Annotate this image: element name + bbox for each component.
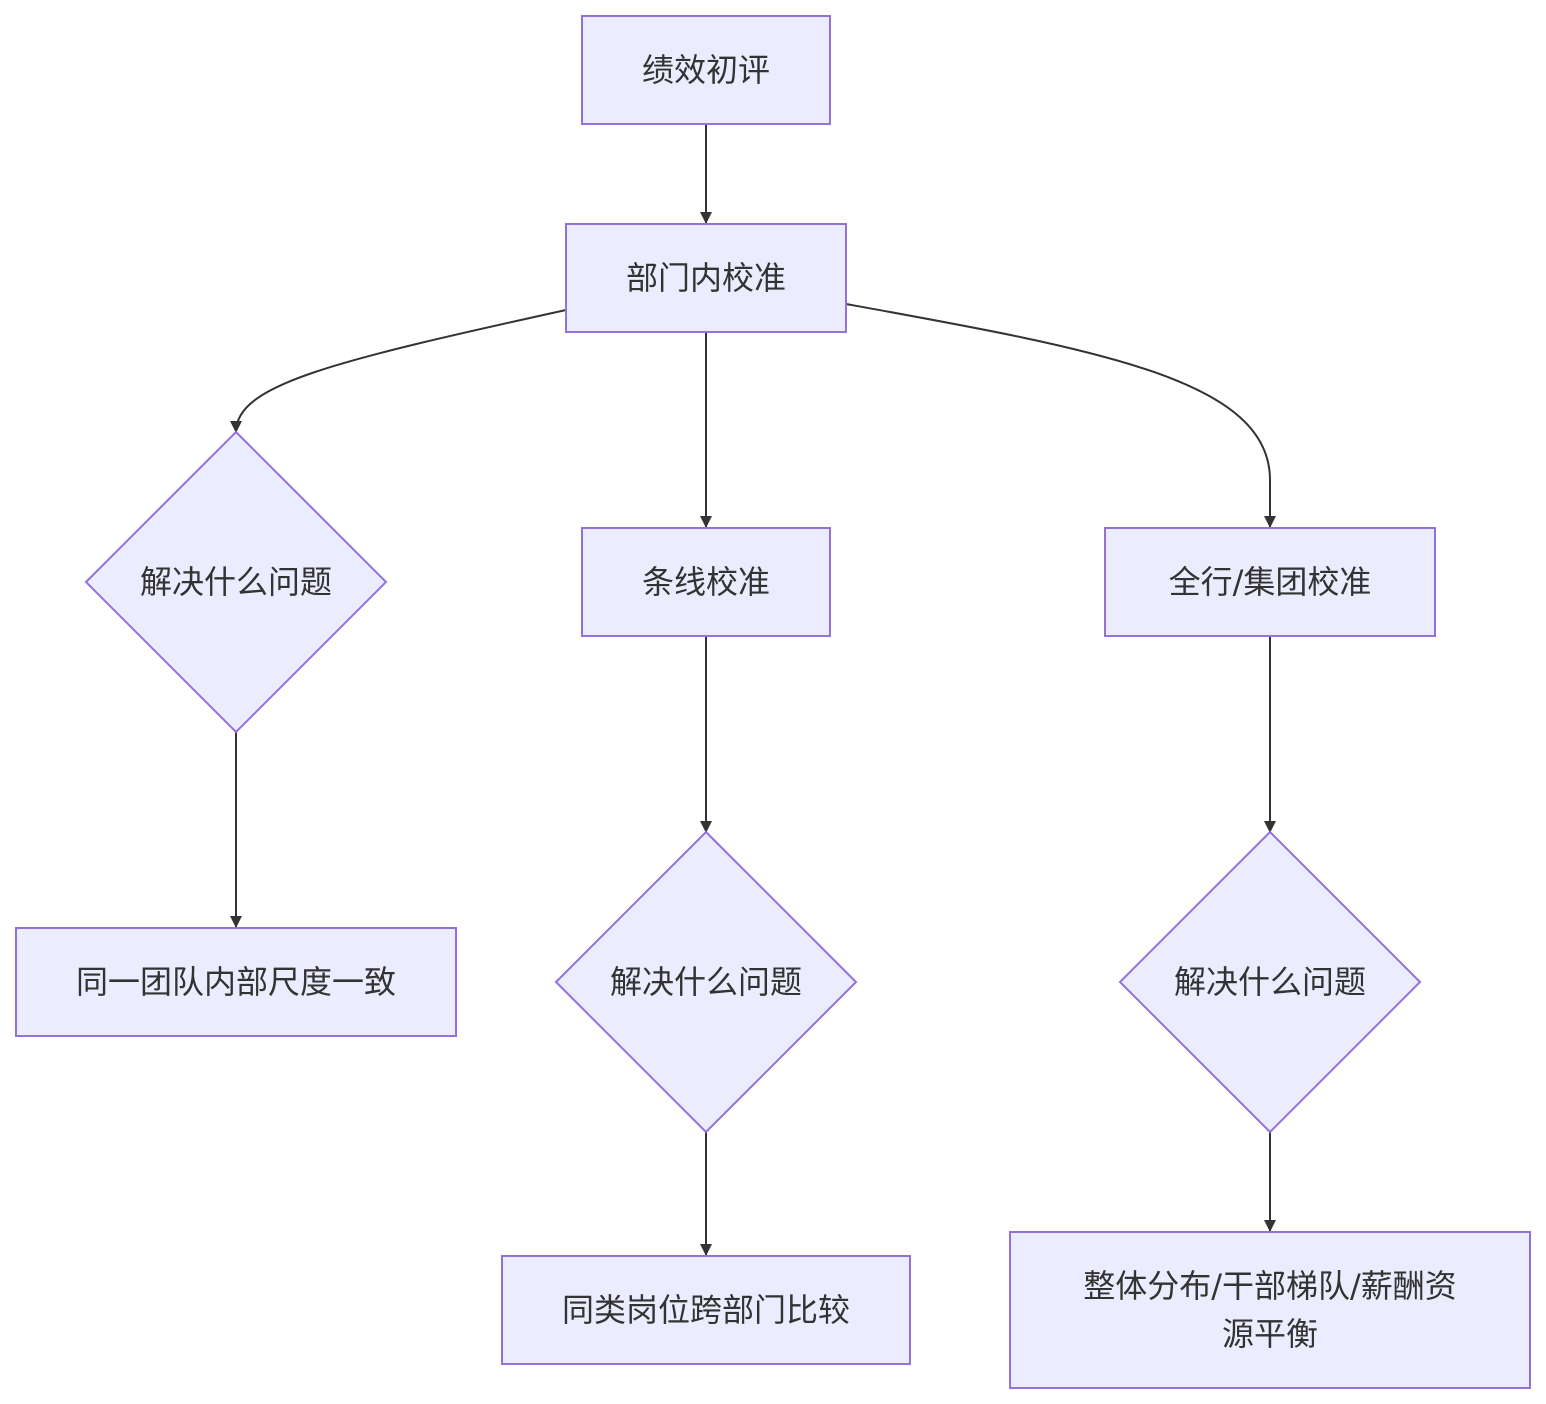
node-question-left (84, 430, 388, 734)
node-group-calibration (1104, 527, 1436, 637)
label-initial-review: 绩效初评 (641, 51, 770, 89)
label-result-right: 整体分布/干部梯队/薪酬资 源平衡 (1010, 1232, 1530, 1388)
label-result-middle: 同类岗位跨部门比较 (561, 1291, 850, 1329)
node-line-calibration (581, 527, 831, 637)
label-line-calibration: 条线校准 (641, 563, 770, 601)
node-initial-review (581, 15, 831, 125)
node-result-left (15, 927, 457, 1037)
label-question-right: 解决什么问题 (1173, 963, 1366, 1001)
label-dept-calibration: 部门内校准 (625, 259, 786, 297)
node-result-right (1009, 1231, 1531, 1389)
label-result-right-line1: 整体分布/干部梯队/薪酬资 (1083, 1267, 1457, 1305)
label-result-right-line2: 源平衡 (1221, 1315, 1318, 1353)
node-result-middle (501, 1255, 911, 1365)
edge-dept-to-question-left (230, 309, 567, 433)
label-question-left: 解决什么问题 (139, 563, 332, 601)
node-question-middle (554, 830, 858, 1134)
label-group-calibration: 全行/集团校准 (1168, 563, 1372, 601)
label-question-middle: 解决什么问题 (609, 963, 802, 1001)
edge-dept-to-group (845, 303, 1276, 528)
node-dept-calibration (565, 223, 847, 333)
label-result-left: 同一团队内部尺度一致 (75, 963, 396, 1001)
node-question-right (1118, 830, 1422, 1134)
